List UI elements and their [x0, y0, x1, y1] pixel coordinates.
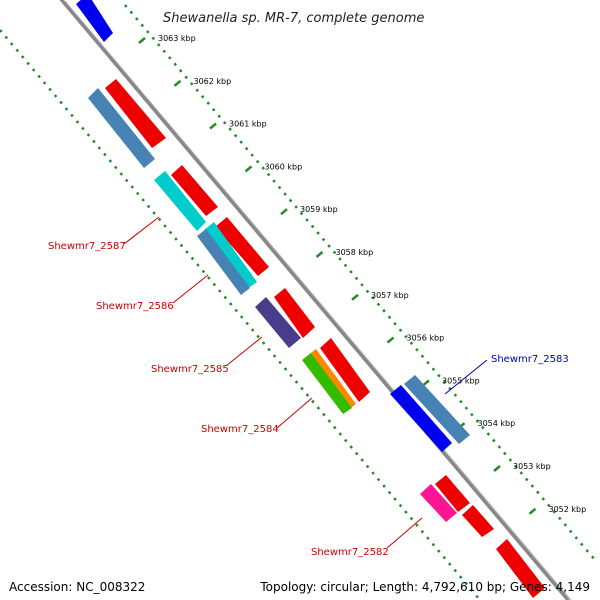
gene-feature-red[interactable] [171, 165, 218, 216]
dotted-track-outer [124, 4, 596, 561]
gene-feature-blue[interactable] [76, 0, 113, 42]
gene-feature-red[interactable] [215, 217, 269, 276]
kbp-tick [386, 336, 395, 344]
gene-feature-blue[interactable] [390, 385, 452, 452]
gene-feature-steelblue[interactable] [88, 88, 155, 168]
gene-feature-red[interactable] [274, 288, 315, 338]
accession-label: Accession: NC_008322 [9, 580, 146, 594]
kbp-tick [209, 122, 217, 130]
gene-feature-green[interactable] [302, 353, 352, 414]
kbp-tick-label: 3053 kbp [513, 462, 551, 471]
kbp-tick [493, 465, 501, 472]
kbp-tick-label: 3058 kbp [336, 248, 374, 257]
gene-label[interactable]: Shewmr7_2583 [491, 354, 569, 365]
kbp-tick-label: 3063 kbp [158, 34, 196, 43]
gene-feature-red[interactable] [496, 539, 545, 598]
map-title: Shewanella sp. MR-7, complete genome [163, 11, 424, 26]
leader-line [386, 517, 423, 549]
backbone [59, 0, 570, 600]
gene-feature-cyan[interactable] [154, 171, 206, 231]
kbp-tick-label: 3059 kbp [300, 205, 338, 214]
gene-feature-magenta[interactable] [420, 484, 457, 522]
kbp-tick [280, 208, 288, 216]
gene-label[interactable]: Shewmr7_2586 [96, 301, 174, 312]
kbp-tick-label: 3054 kbp [478, 419, 516, 428]
kbp-tick-label: 3062 kbp [194, 77, 232, 86]
kbp-tick-label: 3056 kbp [407, 334, 445, 343]
kbp-tick-label: 3060 kbp [265, 162, 303, 171]
kbp-tick [351, 293, 359, 301]
gene-feature-cyan[interactable] [204, 222, 257, 289]
kbp-tick [422, 379, 430, 387]
gene-feature-red[interactable] [320, 338, 370, 402]
gene-feature-steelblue[interactable] [197, 229, 250, 295]
gene-feature-indigo[interactable] [255, 297, 301, 348]
gene-feature-red[interactable] [435, 475, 470, 512]
gene-feature-steelblue[interactable] [404, 375, 470, 444]
kbp-tick [173, 79, 182, 87]
gene-label[interactable]: Shewmr7_2582 [311, 547, 389, 558]
dotted-track-inner [0, 29, 481, 600]
kbp-tick [244, 165, 253, 173]
gene-label[interactable]: Shewmr7_2584 [201, 424, 279, 435]
kbp-tick-label: 3052 kbp [549, 505, 587, 514]
kbp-tick-label: 3057 kbp [371, 291, 409, 300]
leader-line [225, 336, 263, 367]
leader-line [123, 216, 160, 245]
kbp-tick [315, 251, 324, 258]
kbp-tick [528, 507, 537, 515]
topology-label: Topology: circular; Length: 4,792,610 bp… [260, 580, 590, 594]
leader-line [172, 274, 209, 304]
kbp-tick-label: 3061 kbp [229, 120, 267, 129]
leader-line [276, 397, 313, 429]
leader-line [444, 359, 488, 395]
kbp-tick [138, 37, 146, 44]
gene-label[interactable]: Shewmr7_2585 [151, 364, 229, 375]
gene-label[interactable]: Shewmr7_2587 [48, 241, 126, 252]
gene-feature-red[interactable] [462, 505, 494, 537]
gene-feature-red[interactable] [105, 79, 166, 148]
